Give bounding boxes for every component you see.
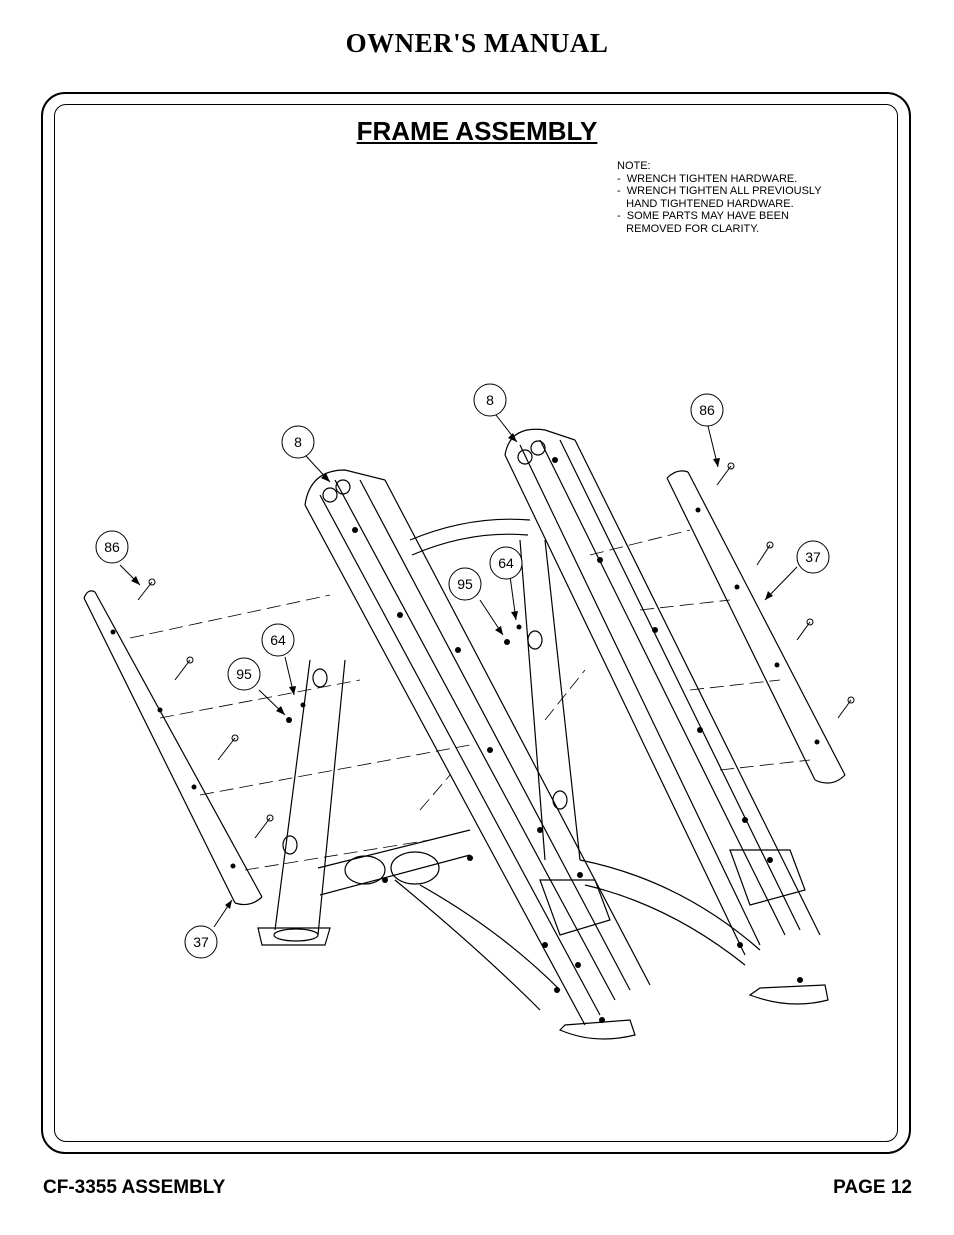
svg-text:37: 37 (805, 549, 821, 565)
callout-64-left: 64 (261, 623, 295, 657)
callout-37-left: 37 (184, 925, 218, 959)
callout-8-right: 8 (473, 383, 507, 417)
note-line: - SOME PARTS MAY HAVE BEEN REMOVED FOR C… (617, 210, 789, 235)
assembly-note: NOTE:- WRENCH TIGHTEN HARDWARE.- WRENCH … (617, 160, 822, 235)
svg-text:8: 8 (294, 434, 302, 450)
callout-95-right: 95 (448, 567, 482, 601)
page-frame-inner (54, 104, 898, 1142)
svg-text:86: 86 (699, 402, 715, 418)
callout-86-left: 86 (95, 530, 129, 564)
svg-text:95: 95 (236, 666, 252, 682)
note-line: - WRENCH TIGHTEN HARDWARE. (617, 172, 798, 185)
callout-8-left: 8 (281, 425, 315, 459)
callout-95-left: 95 (227, 657, 261, 691)
page-frame-outer (41, 92, 911, 1154)
footer-page-number: PAGE 12 (833, 1177, 912, 1198)
svg-text:64: 64 (270, 632, 286, 648)
svg-text:8: 8 (486, 392, 494, 408)
footer-model: CF-3355 ASSEMBLY (43, 1177, 226, 1198)
note-label: NOTE: (617, 160, 651, 172)
manual-title: OWNER'S MANUAL (345, 28, 609, 58)
svg-text:64: 64 (498, 555, 514, 571)
section-title: FRAME ASSEMBLY (356, 116, 598, 146)
svg-text:37: 37 (193, 934, 209, 950)
svg-text:95: 95 (457, 576, 473, 592)
note-line: - WRENCH TIGHTEN ALL PREVIOUSLY HAND TIG… (617, 185, 822, 210)
callout-37-right: 37 (796, 540, 830, 574)
callout-86-right: 86 (690, 393, 724, 427)
svg-text:86: 86 (104, 539, 120, 555)
callout-64-right: 64 (489, 546, 523, 580)
